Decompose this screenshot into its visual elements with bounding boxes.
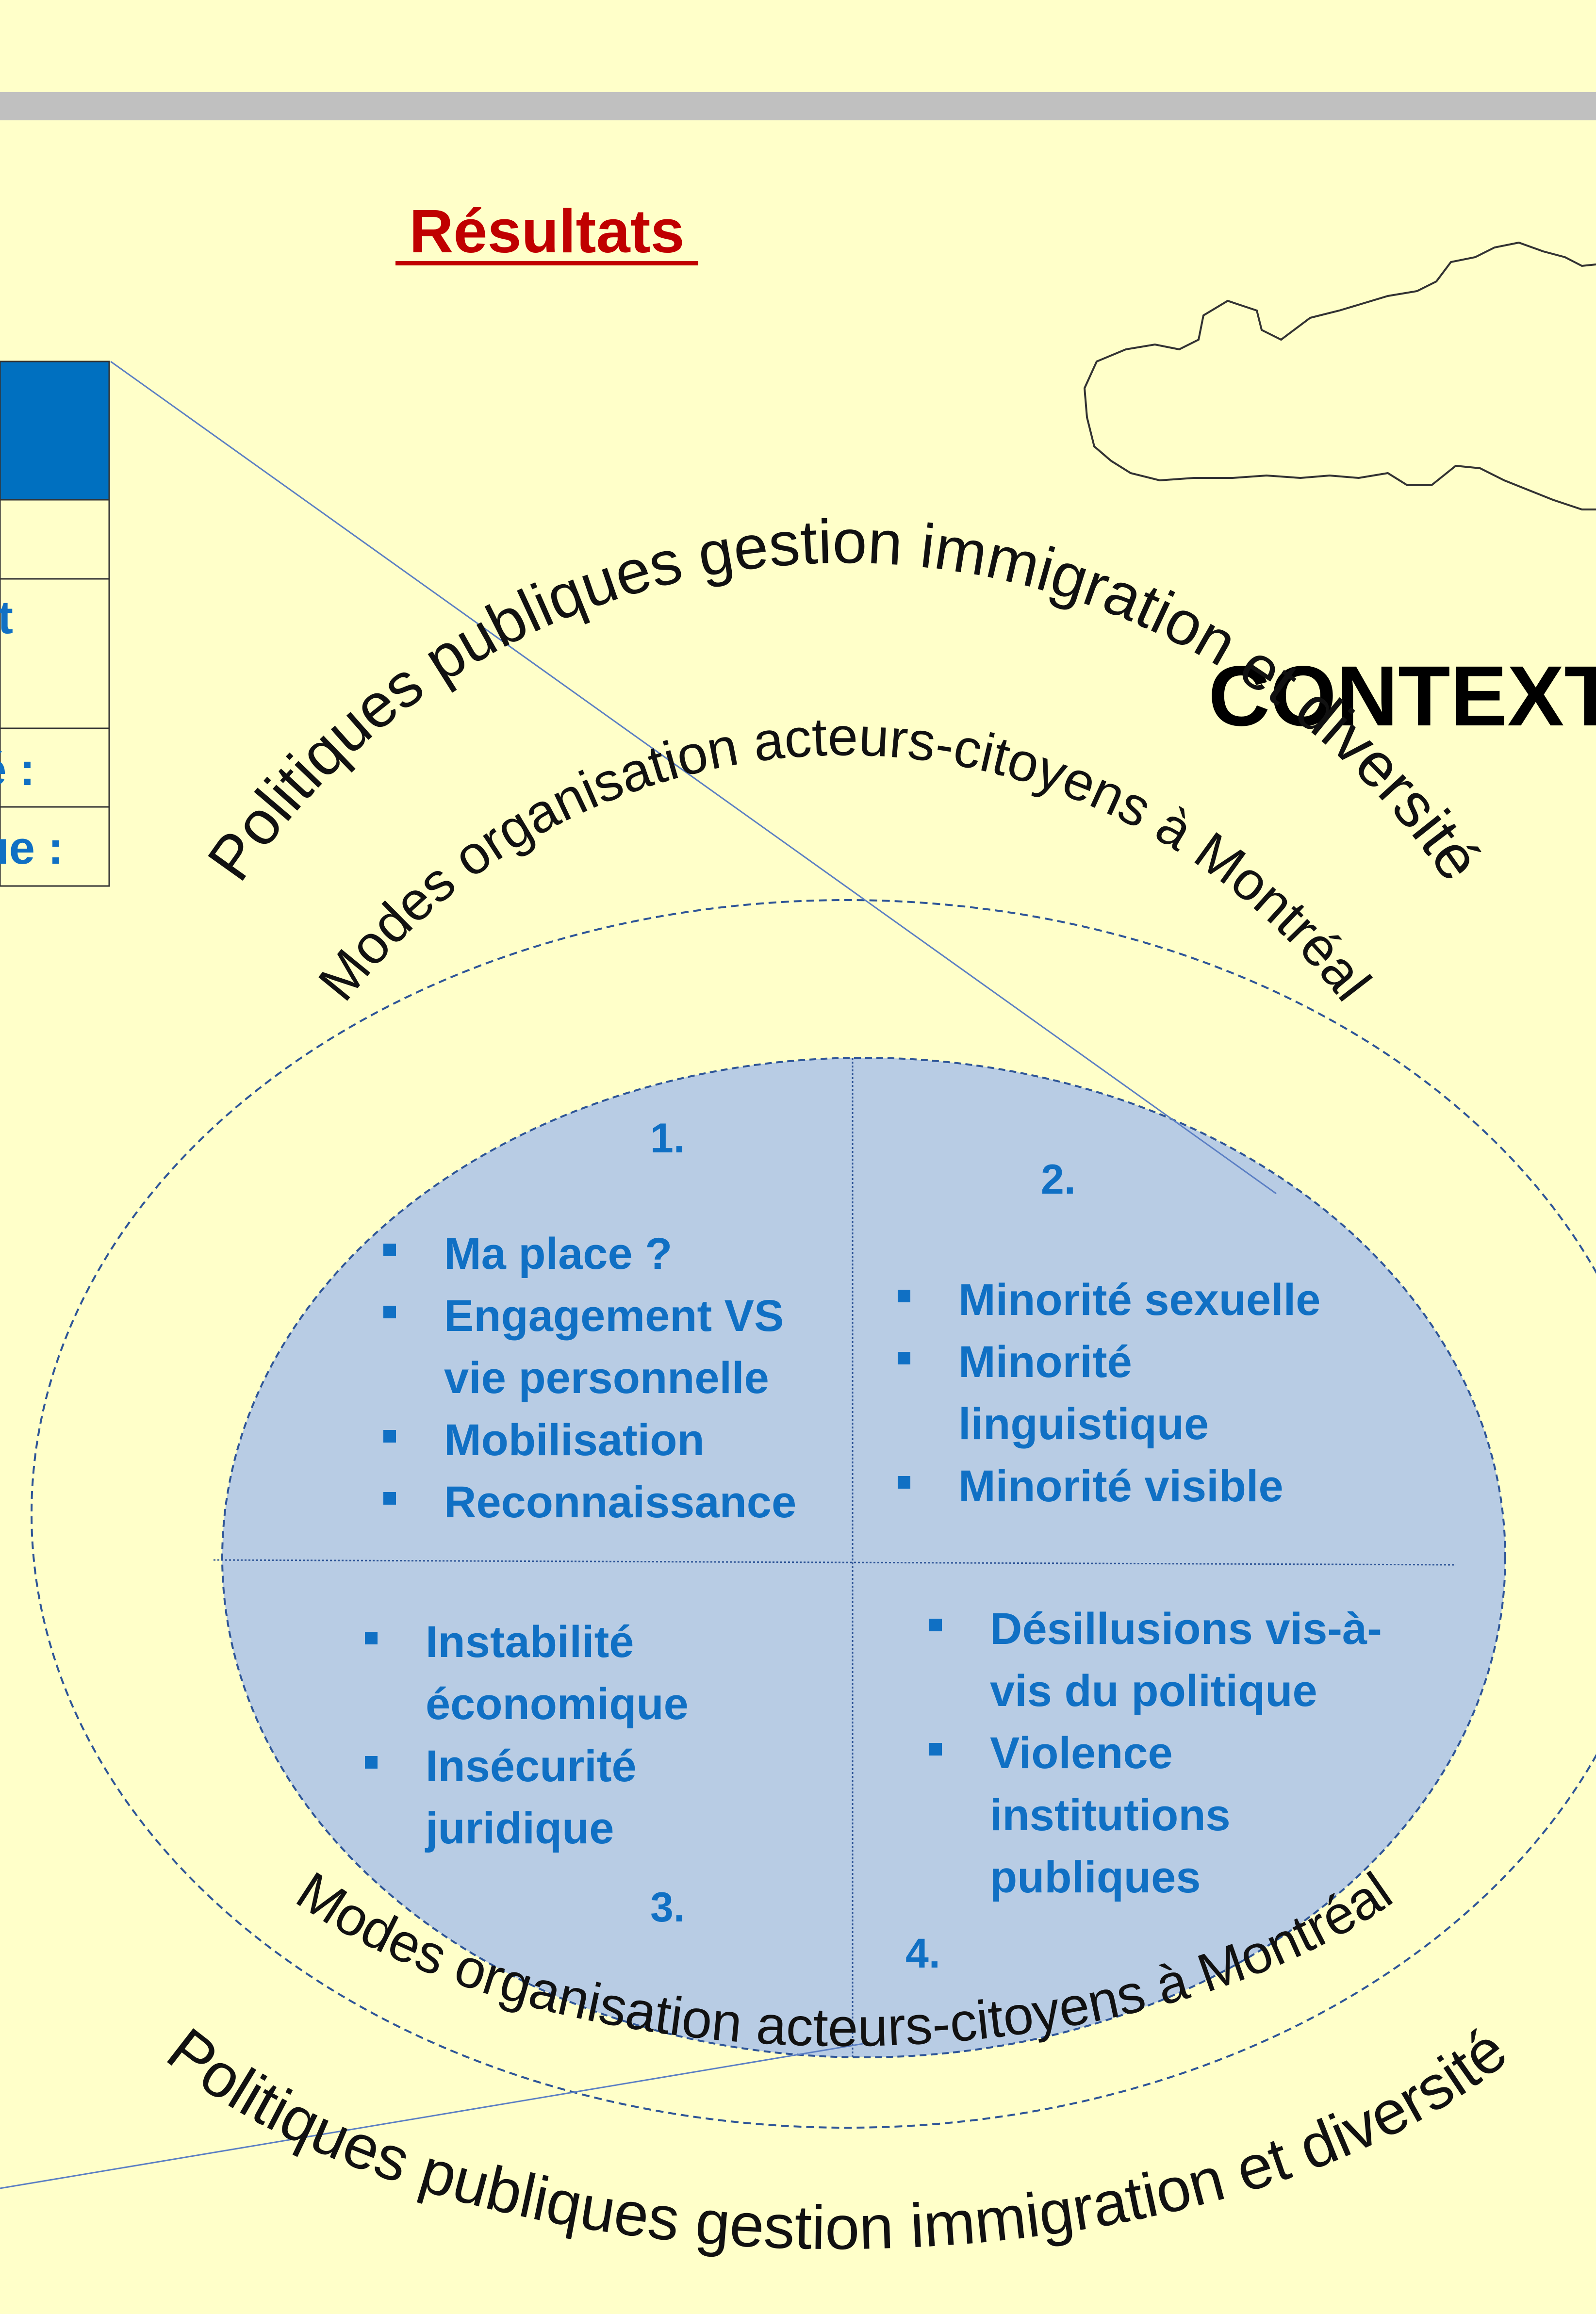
quadrant-2-item: Minorité: [958, 1337, 1132, 1387]
section-title: Résultats: [409, 197, 684, 265]
square-bullet-icon: [383, 1244, 396, 1256]
square-bullet-icon: [929, 1743, 942, 1756]
square-bullet-icon: [898, 1290, 910, 1302]
quadrant-lists: Ma place ? Engagement VS vie personnelleMo…: [365, 1229, 1382, 1902]
table-row: [0, 806, 110, 887]
square-bullet-icon: [365, 1756, 378, 1769]
quadrant-1-item: Mobilisation: [444, 1415, 705, 1465]
quadrant-divider-horizontal: [213, 1559, 1456, 1566]
quadrant-3-item: économique: [426, 1679, 689, 1729]
map-outline-icon: [1083, 241, 1596, 510]
connector-line: [0, 2042, 869, 2189]
quadrant-number-2: 2.: [1041, 1156, 1076, 1203]
header-band: [0, 92, 1596, 120]
quadrant-1-item: Reconnaissance: [444, 1477, 796, 1527]
square-bullet-icon: [383, 1492, 396, 1505]
quadrant-number-3: 3.: [650, 1884, 685, 1931]
quadrant-4-item: vis du politique: [990, 1666, 1317, 1716]
square-bullet-icon: [898, 1476, 910, 1489]
quadrant-number-1: 1.: [650, 1115, 685, 1162]
inner-ellipse: [221, 1057, 1506, 2058]
square-bullet-icon: [898, 1352, 910, 1364]
quadrant-3-item: Instabilité: [426, 1617, 634, 1667]
table-row: [0, 499, 110, 580]
quadrant-1-item: Engagement VS: [444, 1291, 784, 1341]
arc-text-inner-top: Modes organisation acteurs-citoyens à Mo…: [307, 706, 1383, 1012]
table-row-label: ue :: [0, 822, 64, 874]
quadrant-4-item: Désillusions vis-à-: [990, 1604, 1382, 1654]
table-row: [0, 578, 110, 729]
quadrant-2-item: Minorité visible: [958, 1461, 1283, 1511]
quadrant-1-item: vie personnelle: [444, 1353, 769, 1403]
quadrant-4-item: publiques: [990, 1853, 1201, 1902]
quadrant-number-4: 4.: [905, 1930, 940, 1977]
arc-text-outer-top: Politiques publiques gestion immigration…: [194, 507, 1494, 893]
context-heading: CONTEXT: [1208, 649, 1596, 744]
section-title-underline: [395, 261, 698, 265]
quadrant-3-item: juridique: [425, 1804, 614, 1853]
table-header: [0, 361, 110, 501]
square-bullet-icon: [929, 1619, 942, 1631]
table-row-label: é :: [0, 743, 35, 795]
square-bullet-icon: [383, 1306, 396, 1318]
square-bullet-icon: [365, 1632, 378, 1644]
square-bullet-icon: [383, 1430, 396, 1443]
quadrant-4-item: Violence: [990, 1728, 1173, 1778]
quadrant-4-item: institutions: [990, 1790, 1231, 1840]
quadrant-2-item: linguistique: [958, 1399, 1209, 1449]
quadrant-2-item: Minorité sexuelle: [958, 1275, 1320, 1325]
left-table: t é : ue :: [0, 361, 110, 887]
quadrant-1-item: Ma place ?: [444, 1229, 672, 1279]
quadrant-3-item: Insécurité: [426, 1741, 637, 1791]
table-row-label: t: [0, 591, 13, 643]
outer-ellipse: [31, 899, 1596, 2129]
connector-line: [110, 361, 1277, 1195]
